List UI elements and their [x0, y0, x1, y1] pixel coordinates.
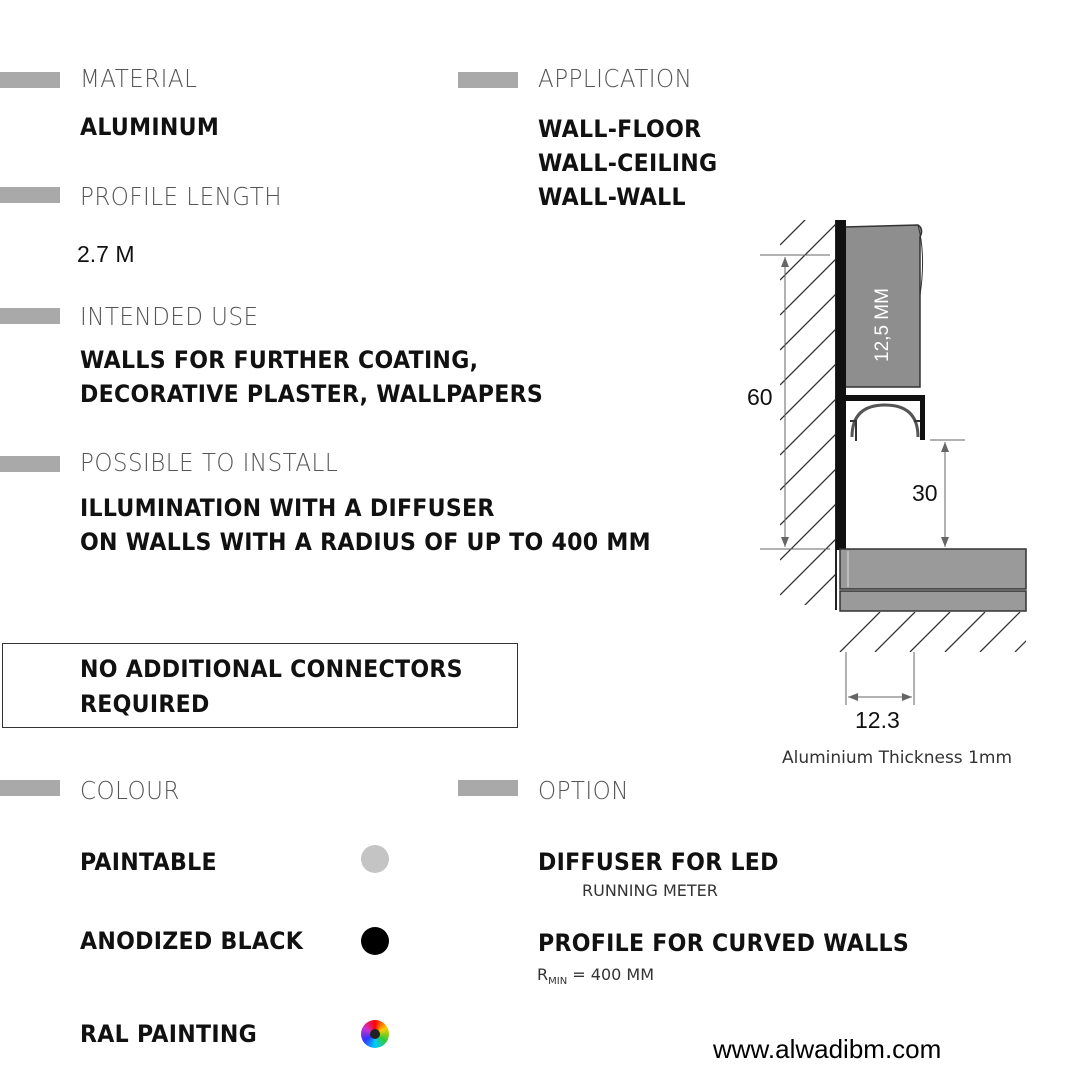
colour-item-paintable: PAINTABLE — [80, 848, 217, 876]
application-value-1: WALL-FLOOR — [538, 115, 702, 143]
colour-heading: COLOUR — [80, 776, 180, 805]
section-marker — [0, 72, 60, 88]
possible-to-install-line-2: ON WALLS WITH A RADIUS OF UP TO 400 MM — [80, 528, 651, 556]
option-diffuser-label: DIFFUSER FOR LED — [538, 848, 779, 876]
application-value-2: WALL-CEILING — [538, 149, 718, 177]
ral-color-wheel-icon — [361, 1020, 389, 1048]
section-marker — [0, 308, 60, 324]
notice-line-2: REQUIRED — [80, 690, 210, 718]
profile-cross-section-drawing — [760, 220, 1027, 705]
section-marker — [0, 187, 60, 203]
dimension-width-label: 12.3 — [855, 707, 900, 733]
colour-item-ral-painting: RAL PAINTING — [80, 1020, 257, 1048]
option-curved-label: PROFILE FOR CURVED WALLS — [538, 929, 910, 957]
profile-length-value: 2.7 M — [77, 241, 135, 267]
notice-line-1: NO ADDITIONAL CONNECTORS — [80, 655, 463, 683]
floor-hatch — [839, 612, 1026, 652]
application-value-3: WALL-WALL — [538, 183, 686, 211]
option-heading: OPTION — [538, 776, 629, 805]
intended-use-line-1: WALLS FOR FURTHER COATING, — [80, 346, 479, 374]
material-heading: MATERIAL — [80, 64, 198, 93]
website-url[interactable]: www.alwadibm.com — [713, 1034, 942, 1064]
possible-to-install-line-1: ILLUMINATION WITH A DIFFUSER — [80, 494, 495, 522]
anodized-black-swatch — [361, 927, 389, 955]
section-marker — [458, 780, 518, 796]
thickness-note: Aluminium Thickness 1mm — [782, 748, 1013, 768]
application-heading: APPLICATION — [538, 64, 693, 93]
material-value: ALUMINUM — [80, 113, 220, 141]
notice-box — [2, 643, 518, 728]
possible-to-install-heading: POSSIBLE TO INSTALL — [80, 448, 339, 477]
radius-symbol: R — [537, 965, 549, 984]
radius-value: = 400 MM — [567, 965, 654, 984]
section-marker — [0, 456, 60, 472]
profile-length-heading: PROFILE LENGTH — [80, 182, 282, 211]
colour-item-anodized-black: ANODIZED BLACK — [80, 927, 304, 955]
dimension-gap-label: 30 — [912, 480, 938, 506]
radius-subscript: MIN — [548, 976, 568, 988]
section-marker — [458, 72, 518, 88]
option-diffuser-note: RUNNING METER — [582, 881, 718, 900]
intended-use-heading: INTENDED USE — [80, 302, 259, 331]
intended-use-line-2: DECORATIVE PLASTER, WALLPAPERS — [80, 380, 544, 408]
section-marker — [0, 780, 60, 796]
wall-hatch — [780, 220, 836, 605]
dimension-panel-label: 12,5 MM — [872, 288, 893, 362]
dimension-height-label: 60 — [747, 384, 773, 410]
paintable-swatch — [361, 845, 389, 873]
option-curved-note: RMIN = 400 MM — [537, 965, 654, 987]
